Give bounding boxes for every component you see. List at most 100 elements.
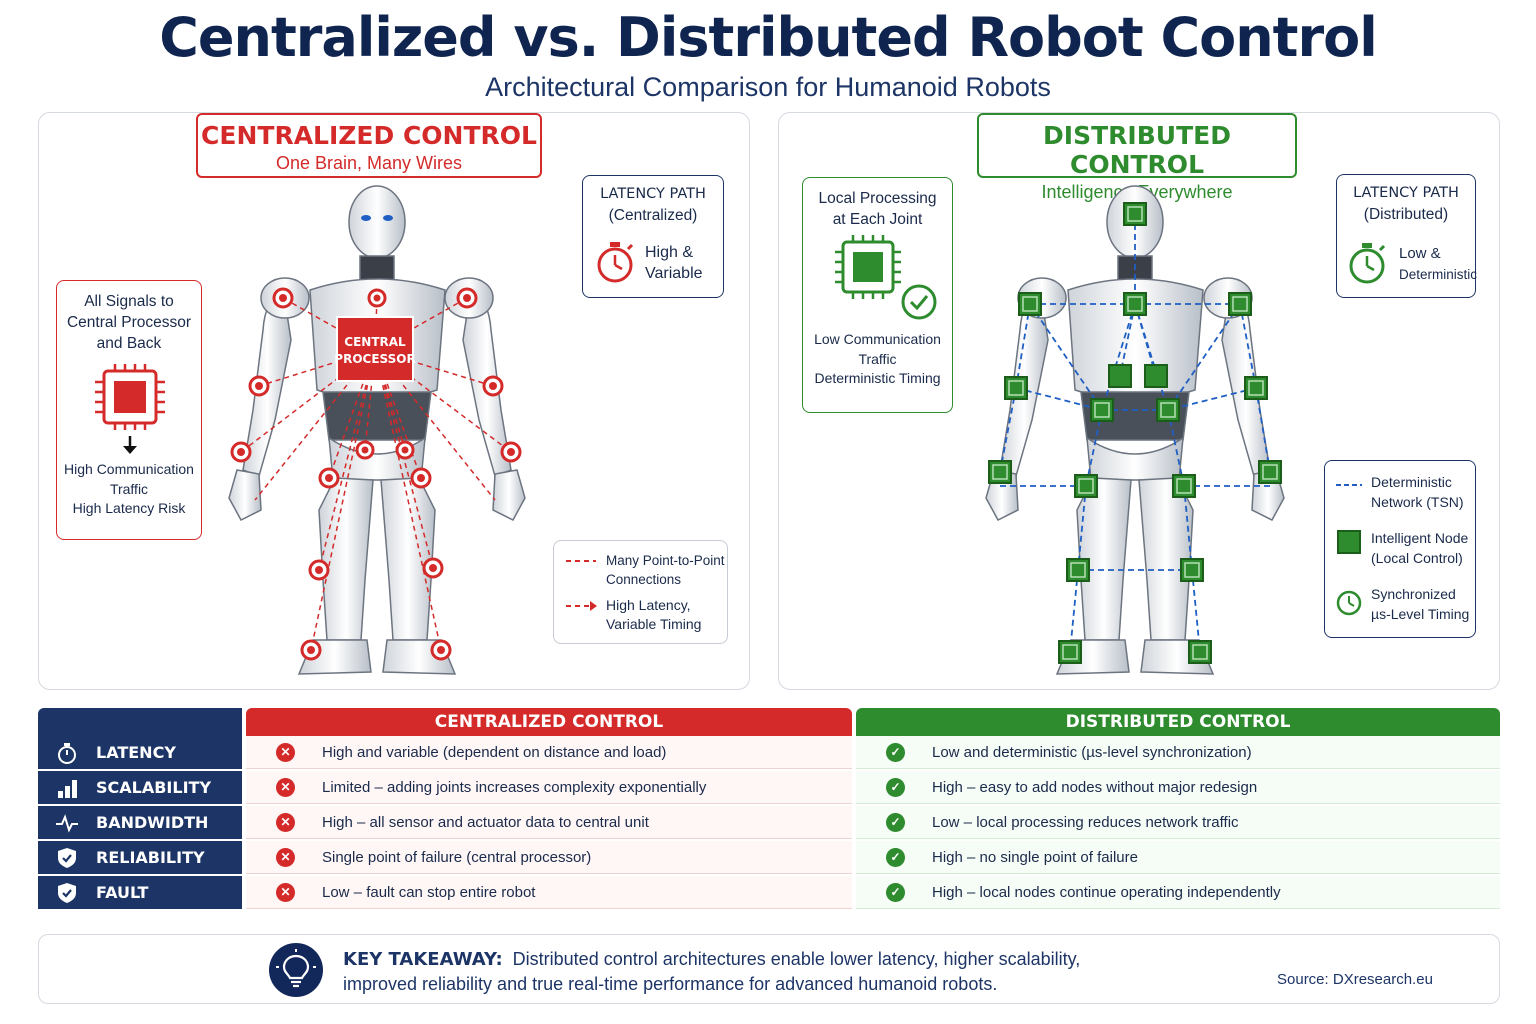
row-label-reliability: RELIABILITY — [38, 841, 242, 874]
table-cell-centralized: ✕ High and variable (dependent on distanc… — [246, 736, 852, 769]
table-cell-text: Low – fault can stop entire robot — [322, 884, 536, 901]
robot-body-centralized — [228, 185, 526, 675]
local-note2: Traffic — [858, 350, 897, 367]
centralized-header: CENTRALIZED CONTROL One Brain, Many Wire… — [196, 113, 542, 178]
source-credit: Source: DXresearch.eu — [1277, 971, 1433, 988]
local-note1: Low Communication — [814, 331, 941, 347]
latency-path-distributed: LATENCY PATH (Distributed) Low & Determi… — [1336, 174, 1478, 298]
legend-item1a: Many Point-to-Point — [606, 553, 725, 568]
legend-tsn-a: Deterministic — [1371, 474, 1452, 490]
centralized-title: CENTRALIZED CONTROL — [201, 121, 537, 150]
stopwatch-icon — [56, 742, 78, 764]
takeaway-label: KEY TAKEAWAY: — [343, 949, 503, 970]
stopwatch-red-icon — [597, 242, 634, 283]
table-cell-text: Limited – adding joints increases comple… — [322, 779, 707, 796]
local-line2: at Each Joint — [832, 211, 923, 228]
check-icon: ✓ — [886, 778, 905, 797]
signals-box: All Signals to Central Processor and Bac… — [56, 280, 202, 540]
cpu-chip-red-icon — [95, 364, 165, 454]
takeaway-line2: improved reliability and true real-time … — [343, 974, 998, 994]
row-label-bandwidth: BANDWIDTH — [38, 806, 242, 839]
latency-subtitle-distributed: (Distributed) — [1363, 206, 1449, 223]
table-cell-text: Single point of failure (central process… — [322, 849, 592, 866]
signals-note1: High Communication — [64, 461, 194, 477]
row-label-fault-tolerance: FAULT TOLERANCE — [38, 876, 242, 935]
cross-icon: ✕ — [276, 743, 295, 762]
legend-node-a: Intelligent Node — [1371, 530, 1469, 546]
table-cell-distributed: ✓ Low and deterministic (µs-level synchro… — [856, 736, 1500, 769]
legend-tsn-b: Network (TSN) — [1371, 493, 1464, 510]
signals-line1: All Signals to — [84, 293, 174, 310]
check-icon: ✓ — [886, 743, 905, 762]
table-cell-text: High – easy to add nodes without major r… — [932, 779, 1258, 796]
shield-check-icon — [56, 882, 78, 904]
check-icon: ✓ — [886, 883, 905, 902]
shield-check-icon — [56, 847, 78, 869]
page-title: Centralized vs. Distributed Robot Contro… — [159, 6, 1377, 69]
distributed-robot-figure — [985, 185, 1285, 675]
latency-value1-distributed: Low & — [1399, 245, 1441, 262]
signals-line3: and Back — [96, 335, 162, 352]
table-cell-text: High – all sensor and actuator data to c… — [322, 814, 649, 831]
col-header-distributed: DISTRIBUTED CONTROL — [856, 708, 1500, 736]
col-header-centralized: CENTRALIZED CONTROL — [246, 708, 852, 736]
latency-path-centralized: LATENCY PATH (Centralized) High & Variab… — [582, 175, 724, 298]
table-corner — [38, 708, 242, 736]
latency-value2-distributed: Deterministic — [1399, 267, 1478, 282]
table-cell-centralized: ✕ Single point of failure (central proces… — [246, 841, 852, 874]
legend-item2a: High Latency, — [606, 597, 691, 613]
signals-note2: Traffic — [109, 480, 149, 497]
lightbulb-icon — [269, 943, 323, 997]
intelligent-nodes — [988, 202, 1282, 664]
row-label-scalability: SCALABILITY — [38, 771, 242, 804]
table-cell-distributed: ✓High – local nodes continue operating i… — [856, 876, 1500, 909]
row-label-text: SCALABILITY — [96, 778, 212, 797]
check-icon: ✓ — [886, 813, 905, 832]
table-cell-text: High – no single point of failure — [932, 849, 1138, 866]
page-subtitle: Architectural Comparison for Humanoid Ro… — [485, 72, 1051, 102]
signals-line2: Central Processor — [66, 314, 192, 331]
local-line1: Local Processing — [818, 190, 937, 207]
signals-note3: High Latency Risk — [72, 500, 186, 516]
cross-icon: ✕ — [276, 883, 295, 902]
cross-icon: ✕ — [276, 813, 295, 832]
table-cell-text: High and variable (dependent on distance… — [322, 744, 667, 761]
table-cell-distributed: ✓ High – easy to add nodes without major … — [856, 771, 1500, 804]
cross-icon: ✕ — [276, 848, 295, 867]
distributed-title: DISTRIBUTED CONTROL — [1043, 121, 1231, 179]
centralized-legend: Many Point-to-Point Connections High Lat… — [553, 540, 728, 644]
latency-value1-centralized: High & — [645, 244, 694, 261]
cross-icon: ✕ — [276, 778, 295, 797]
row-label-text: RELIABILITY — [96, 848, 205, 867]
processor-label1: CENTRAL — [344, 335, 406, 349]
row-label-latency: LATENCY — [38, 736, 242, 769]
row-label-text: LATENCY — [96, 743, 176, 762]
table-cell-distributed: ✓ Low – local processing reduces network … — [856, 806, 1500, 839]
pulse-icon — [56, 812, 78, 834]
central-processor-block — [336, 316, 414, 382]
table-cell-text: Low and deterministic (µs-level synchron… — [932, 744, 1252, 761]
latency-value2-centralized: Variable — [645, 265, 703, 282]
processor-label2: PROCESSOR — [334, 352, 415, 366]
legend-node-b: (Local Control) — [1371, 549, 1463, 566]
centralized-tagline: One Brain, Many Wires — [275, 153, 463, 173]
latency-title-centralized: LATENCY PATH — [600, 186, 706, 202]
bar-chart-icon — [56, 777, 78, 799]
check-icon: ✓ — [886, 848, 905, 867]
latency-title-distributed: LATENCY PATH — [1353, 185, 1459, 201]
local-note3: Deterministic Timing — [814, 370, 941, 386]
row-label-text: FAULT TOLERANCE — [96, 883, 203, 935]
row-label-text: BANDWIDTH — [96, 813, 209, 832]
latency-subtitle-centralized: (Centralized) — [608, 207, 698, 224]
legend-item1b: Connections — [606, 572, 682, 587]
takeaway-text: KEY TAKEAWAY: Distributed control archit… — [343, 947, 1243, 996]
comparison-table: CENTRALIZED CONTROL DISTRIBUTED CONTROL … — [38, 708, 1500, 935]
takeaway-line1: Distributed control architectures enable… — [512, 949, 1081, 969]
key-takeaway-box: KEY TAKEAWAY: Distributed control archit… — [38, 934, 1500, 1004]
legend-sync-b: µs-Level Timing — [1371, 605, 1470, 622]
table-cell-centralized: ✕ Limited – adding joints increases compl… — [246, 771, 852, 804]
centralized-robot-figure: CENTRAL PROCESSOR — [228, 185, 526, 675]
legend-symbol-icons — [1336, 484, 1362, 616]
table-cell-centralized: ✕ Low – fault can stop entire robot — [246, 876, 852, 909]
table-cell-text: Low – local processing reduces network t… — [932, 814, 1239, 831]
